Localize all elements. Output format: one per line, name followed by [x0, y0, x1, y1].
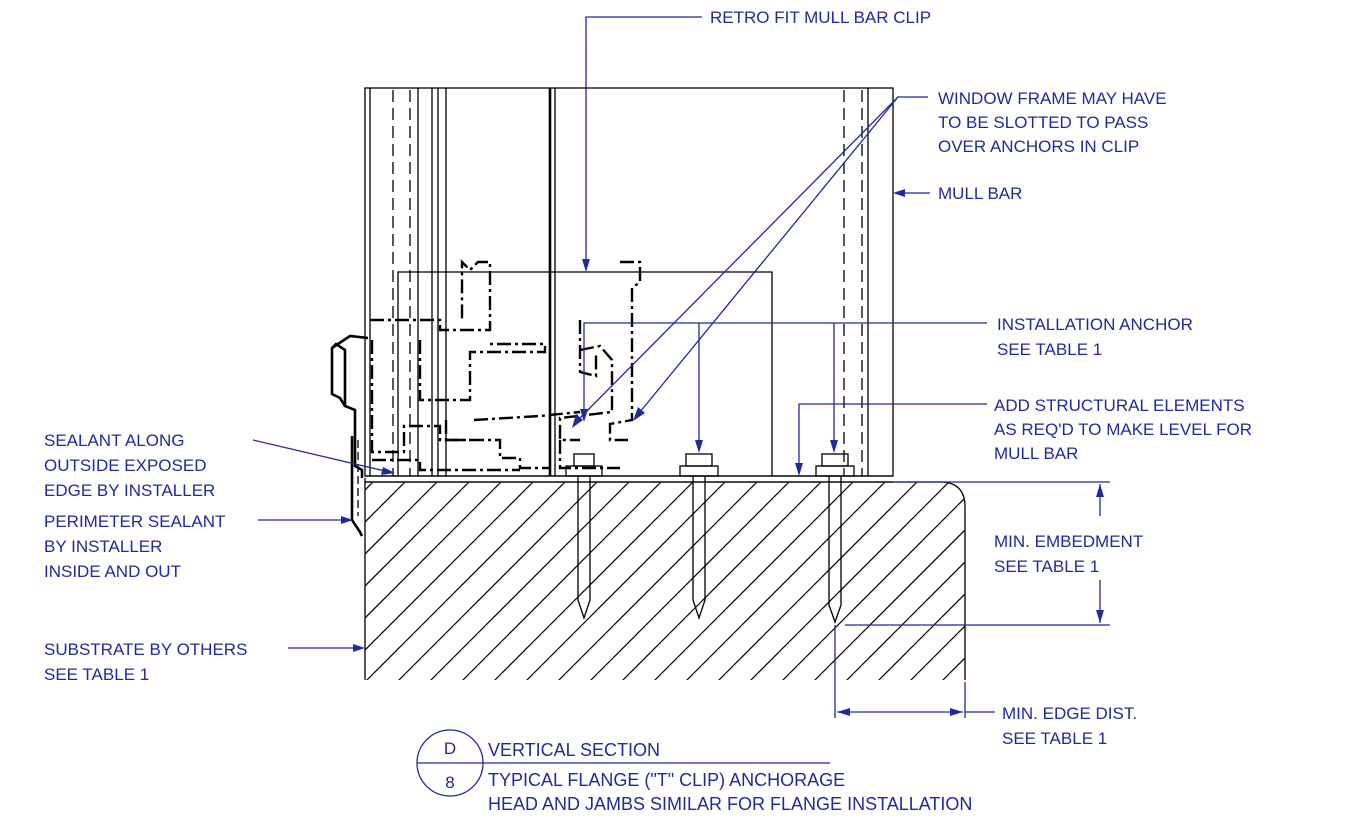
embedment-label-line-1: MIN. EMBEDMENT: [994, 532, 1143, 551]
hatch-line: [900, 482, 965, 680]
detail-title: VERTICAL SECTION: [488, 740, 660, 760]
hatch-line: [365, 482, 568, 680]
hatch-line: [612, 482, 824, 680]
detail-subtitle-line-2: HEAD AND JAMBS SIMILAR FOR FLANGE INSTAL…: [488, 794, 972, 814]
sheet-number: 8: [445, 773, 454, 792]
hatch-line: [676, 482, 888, 680]
edge-distance-label-line-2: SEE TABLE 1: [1002, 729, 1107, 748]
installation-anchor-label-line-2: SEE TABLE 1: [997, 340, 1102, 359]
retro-fit-clip-label: RETRO FIT MULL BAR CLIP: [710, 8, 931, 27]
mull-bar: [364, 87, 894, 477]
hatch-line: [740, 482, 952, 680]
substrate: [364, 478, 1207, 690]
window-frame-profile: [330, 259, 642, 537]
anchor-1: [565, 453, 603, 621]
sealant-edge-label-line-1: SEALANT ALONG: [44, 431, 184, 450]
hatch-line: [804, 482, 965, 680]
structural-elements-label-line-2: AS REQ'D TO MAKE LEVEL FOR: [994, 420, 1252, 439]
anchor-3: [815, 453, 855, 624]
hatch-line: [772, 482, 965, 680]
hatch-line: [708, 482, 920, 680]
hatch-line: [420, 482, 632, 680]
hatch-line: [836, 482, 965, 680]
sealant-edge-label-line-2: OUTSIDE EXPOSED: [44, 456, 206, 475]
hatch-line: [644, 482, 856, 680]
window-frame-label-line-3: OVER ANCHORS IN CLIP: [938, 137, 1139, 156]
hatch-line: [997, 480, 1207, 690]
detail-letter: D: [444, 739, 456, 758]
hatch-line: [365, 482, 408, 680]
hatch-line: [365, 482, 536, 680]
hatch-line: [452, 482, 664, 680]
hatch-line: [868, 482, 965, 680]
mull-bar-label: MULL BAR: [938, 184, 1022, 203]
hatch-line: [548, 482, 760, 680]
installation-anchor-label-line-1: INSTALLATION ANCHOR: [997, 315, 1193, 334]
installation-anchors: [565, 453, 855, 624]
mull-bar-outline: [364, 87, 894, 477]
hatch-line: [365, 482, 472, 680]
hatch-line: [580, 482, 792, 680]
detail-subtitle-line-1: TYPICAL FLANGE ("T" CLIP) ANCHORAGE: [488, 770, 845, 790]
substrate-label-line-2: SEE TABLE 1: [44, 665, 149, 684]
window-frame-label-line-2: TO BE SLOTTED TO PASS: [938, 113, 1148, 132]
sealant-edge-label-line-3: EDGE BY INSTALLER: [44, 481, 215, 500]
structural-elements-label-line-1: ADD STRUCTURAL ELEMENTS: [994, 396, 1245, 415]
hatch-line: [388, 482, 600, 680]
perimeter-sealant-label-line-2: BY INSTALLER: [44, 537, 162, 556]
hatch-line: [964, 482, 965, 680]
retro-fit-clip-outline: [397, 271, 773, 476]
edge-distance-label-line-1: MIN. EDGE DIST.: [1002, 704, 1137, 723]
hatch-line: [516, 482, 728, 680]
window-frame-label-line-1: WINDOW FRAME MAY HAVE: [938, 89, 1167, 108]
anchor-2: [679, 453, 719, 621]
structural-elements-label-line-3: MULL BAR: [994, 444, 1078, 463]
hatch-line: [365, 482, 504, 680]
leader-lines: [252, 16, 1110, 718]
substrate-label-line-1: SUBSTRATE BY OTHERS: [44, 640, 247, 659]
embedment-label-line-2: SEE TABLE 1: [994, 557, 1099, 576]
perimeter-sealant-label-line-1: PERIMETER SEALANT: [44, 512, 225, 531]
hatch-line: [365, 482, 440, 680]
substrate-hatch: [365, 480, 1207, 690]
callout-labels: RETRO FIT MULL BAR CLIP WINDOW FRAME MAY…: [44, 8, 1252, 748]
detail-title-block: D 8 VERTICAL SECTION TYPICAL FLANGE ("T"…: [416, 729, 972, 814]
perimeter-sealant-label-line-3: INSIDE AND OUT: [44, 562, 181, 581]
